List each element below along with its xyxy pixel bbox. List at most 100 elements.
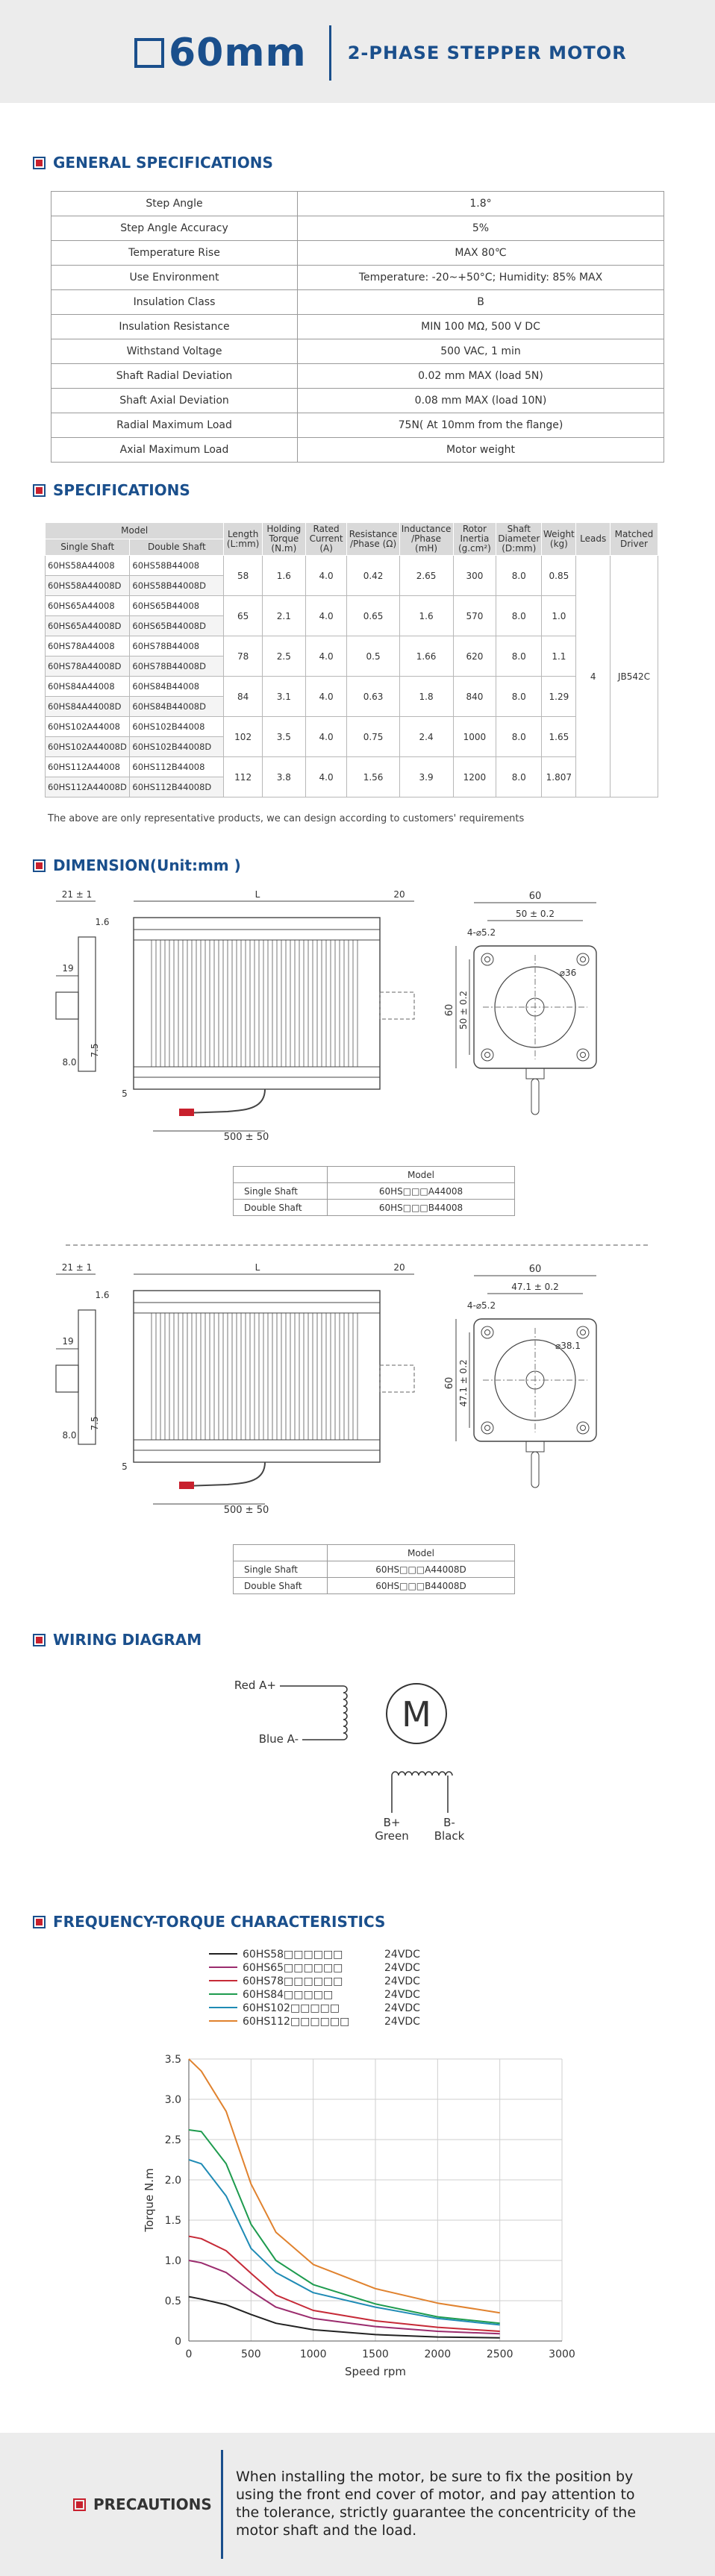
legend-voltage: 24VDC (384, 1975, 420, 1987)
y-tick-label: 3.5 (165, 2054, 181, 2066)
motor-shaft (55, 1364, 79, 1393)
coil-b (391, 1771, 453, 1776)
dim-label-holes: 4-⌀5.2 (467, 927, 496, 938)
cell-inertia: 1000 (452, 716, 497, 757)
series-line-4 (188, 2159, 500, 2326)
mount-hole (576, 1048, 590, 1062)
spec-label: Insulation Resistance (51, 314, 298, 339)
legend-label: 60HS65□□□□□□ (243, 1962, 343, 1974)
spec-label: Step Angle (51, 191, 298, 216)
dim-label-7-5: 7.5 (90, 1416, 100, 1430)
cell-inductance: 2.4 (399, 716, 454, 757)
motor-body (133, 917, 381, 1090)
spec-value: Motor weight (297, 437, 664, 463)
front-lead (531, 1451, 540, 1488)
dim-label-vpitch: 47.1 ± 0.2 (458, 1359, 469, 1407)
legend-label: 60HS78□□□□□□ (243, 1975, 343, 1987)
dim-label-8: 8.0 (62, 1430, 76, 1441)
cell-resistance: 1.56 (346, 756, 400, 797)
cell-length: 84 (223, 676, 263, 717)
series-line-1 (188, 2260, 500, 2335)
cell-current: 4.0 (305, 555, 348, 596)
rear-shaft (379, 1364, 415, 1393)
title-divider (328, 25, 331, 81)
x-tick-label: 500 (241, 2348, 261, 2360)
cell-weight: 1.1 (541, 636, 577, 677)
dim-label-20: 20 (393, 889, 405, 900)
cell-inertia: 1200 (452, 756, 497, 797)
spec-value: 0.08 mm MAX (load 10N) (297, 388, 664, 413)
cell-resistance: 0.63 (346, 676, 400, 717)
precautions-title: PRECAUTIONS (73, 2495, 212, 2513)
model-single-shaft: 60HS112A44008D (44, 777, 131, 797)
cell-shaft: 8.0 (496, 595, 543, 636)
rear-shaft (379, 991, 415, 1020)
model-double-shaft: 60HS112B44008D (129, 777, 225, 797)
coil-a (343, 1685, 348, 1740)
wire-label-blue: Blue A- (259, 1732, 299, 1746)
dim-label-5: 5 (122, 1088, 128, 1099)
th-weight: Weight (kg) (541, 522, 577, 556)
model-single-shaft: 60HS84A44008 (44, 676, 131, 697)
model-single-shaft: 60HS65A44008 (44, 595, 131, 616)
y-tick-label: 0 (175, 2336, 181, 2348)
mount-hole-inner (580, 1052, 586, 1058)
model-double-shaft: 60HS102B44008 (129, 716, 225, 737)
cell-inertia: 840 (452, 676, 497, 717)
precautions-band (0, 2433, 715, 2576)
section-title-dimension: DIMENSION(Unit:mm ) (33, 856, 241, 874)
series-line-2 (188, 2235, 500, 2332)
spec-label: Insulation Class (51, 289, 298, 315)
motor-shaft (55, 991, 79, 1020)
body-band (133, 1439, 381, 1451)
model-single-shaft: 60HS58A44008D (44, 575, 131, 596)
x-tick-label: 1000 (300, 2348, 327, 2360)
front-lead-exit (525, 1441, 545, 1452)
legend-label: 60HS112□□□□□□ (243, 2016, 349, 2028)
precautions-text: When installing the motor, be sure to fi… (236, 2469, 637, 2539)
mount-hole (576, 1326, 590, 1339)
spec-label: Shaft Axial Deviation (51, 388, 298, 413)
header-band (0, 0, 715, 103)
cell-inductance: 1.66 (399, 636, 454, 677)
dashed-divider (66, 1244, 648, 1246)
spec-label: Shaft Radial Deviation (51, 363, 298, 389)
dim-label-pitch: 50 ± 0.2 (516, 909, 555, 919)
model-double-shaft: 60HS78B44008 (129, 636, 225, 656)
model-single-shaft: 60HS58A44008 (44, 555, 131, 576)
th-length: Length (L:mm) (223, 522, 263, 556)
cell-torque: 2.1 (261, 595, 306, 636)
cell-shaft: 8.0 (496, 555, 543, 596)
dim-label-1-6: 1.6 (95, 1290, 109, 1300)
cell-weight: 1.0 (541, 595, 577, 636)
cell-inductance: 1.8 (399, 676, 454, 717)
x-axis-label: Speed rpm (345, 2365, 406, 2378)
cell-shaft: 8.0 (496, 676, 543, 717)
mount-hole-inner (484, 1329, 490, 1335)
cell-resistance: 0.5 (346, 636, 400, 677)
x-tick-label: 3000 (549, 2348, 575, 2360)
legend-voltage: 24VDC (384, 2002, 420, 2014)
spec-value: 0.02 mm MAX (load 5N) (297, 363, 664, 389)
y-tick-label: 1.5 (165, 2215, 181, 2227)
th-inertia: Rotor Inertia (g.cm²) (452, 522, 497, 556)
series-line-0 (188, 2295, 500, 2339)
section-bullet-icon (33, 1633, 46, 1646)
spec-value: MAX 80℃ (297, 240, 664, 266)
cell-length: 65 (223, 595, 263, 636)
x-tick-label: 2000 (425, 2348, 452, 2360)
cell-current: 4.0 (305, 595, 348, 636)
th-inductance: Inductance /Phase (mH) (399, 522, 454, 556)
cell-inductance: 2.65 (399, 555, 454, 596)
cell-shaft: 8.0 (496, 756, 543, 797)
dim-label-21: 21 ± 1 (62, 1262, 93, 1273)
cell-inertia: 620 (452, 636, 497, 677)
